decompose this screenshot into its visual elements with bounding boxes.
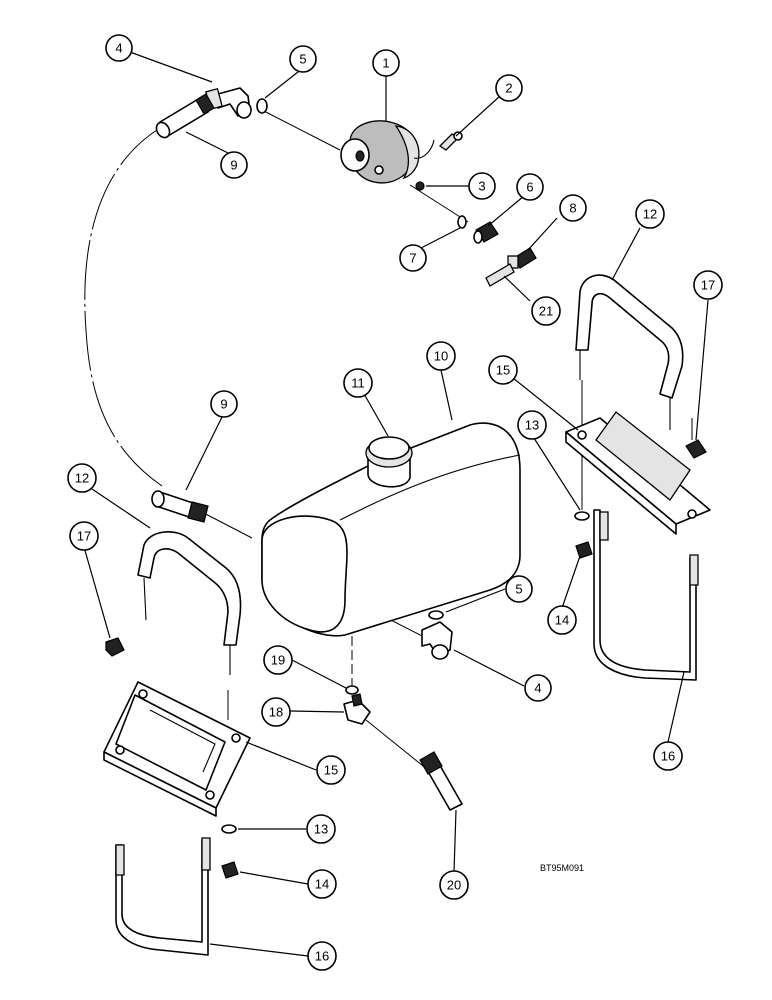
svg-text:5: 5 <box>299 52 306 67</box>
svg-text:18: 18 <box>269 705 283 720</box>
svg-text:16: 16 <box>661 749 675 764</box>
bracket-right <box>565 411 711 535</box>
svg-text:13: 13 <box>525 418 539 433</box>
callout-3: 3 <box>468 172 496 200</box>
leader-lines <box>83 47 709 957</box>
callout-4: 4 <box>105 34 133 62</box>
tee-fitting <box>507 247 537 269</box>
svg-text:17: 17 <box>701 278 715 293</box>
svg-text:12: 12 <box>75 471 89 486</box>
callout-18: 18 <box>261 697 291 727</box>
svg-text:20: 20 <box>447 878 461 893</box>
svg-text:4: 4 <box>534 681 541 696</box>
hose-fitting-bottom <box>419 751 463 811</box>
callout-10: 10 <box>426 341 456 371</box>
svg-text:2: 2 <box>505 81 512 96</box>
nut-left-14 <box>221 861 239 879</box>
svg-text:5: 5 <box>515 582 522 597</box>
sealing-washer <box>345 685 359 695</box>
svg-text:12: 12 <box>643 207 657 222</box>
strap-left <box>137 531 242 675</box>
elbow-fitting-lower <box>421 621 453 660</box>
callout-20: 20 <box>439 870 469 900</box>
hose-nipple <box>485 263 515 287</box>
callout-9: 9 <box>210 390 238 418</box>
nut-right-17 <box>685 439 707 459</box>
callout-2: 2 <box>495 74 523 102</box>
callout-12: 12 <box>67 463 97 493</box>
figure-code: BT95M091 <box>540 863 584 873</box>
svg-text:15: 15 <box>324 763 338 778</box>
callout-15: 15 <box>316 755 346 785</box>
hose-fitting-lower <box>151 490 209 523</box>
o-ring-small <box>457 215 467 229</box>
washer-right-13 <box>574 511 590 521</box>
hose-fitting-top <box>155 93 215 139</box>
callout-21: 21 <box>531 296 561 326</box>
fuel-pump <box>340 120 435 184</box>
svg-text:19: 19 <box>271 653 285 668</box>
svg-text:9: 9 <box>230 158 237 173</box>
svg-text:9: 9 <box>220 397 227 412</box>
callouts: 1 2 3 4 5 6 7 8 9 21 12 17 10 11 9 15 13… <box>67 34 723 971</box>
straight-fitting <box>473 221 499 244</box>
o-ring-top <box>256 98 268 114</box>
callout-8: 8 <box>559 194 587 222</box>
svg-text:13: 13 <box>314 822 328 837</box>
callout-5: 5 <box>289 45 317 73</box>
callout-13: 13 <box>306 814 336 844</box>
callout-6: 6 <box>516 173 544 201</box>
callout-1: 1 <box>372 49 400 77</box>
callout-5: 5 <box>505 575 533 603</box>
svg-text:6: 6 <box>526 180 533 195</box>
callout-14: 14 <box>307 869 337 899</box>
svg-text:7: 7 <box>409 251 416 266</box>
svg-text:16: 16 <box>315 949 329 964</box>
callout-16: 16 <box>653 741 683 771</box>
callout-4: 4 <box>524 674 552 702</box>
callout-14: 14 <box>547 605 577 635</box>
bracket-left <box>103 681 251 817</box>
nut-left-17 <box>105 637 125 657</box>
small-elbow <box>343 693 371 725</box>
callout-19: 19 <box>263 645 293 675</box>
svg-text:17: 17 <box>77 529 91 544</box>
svg-text:1: 1 <box>382 56 389 71</box>
svg-text:11: 11 <box>351 376 365 391</box>
callout-17: 17 <box>693 270 723 300</box>
callout-12: 12 <box>635 199 665 229</box>
svg-text:3: 3 <box>478 179 485 194</box>
callout-16: 16 <box>307 941 337 971</box>
svg-text:15: 15 <box>496 363 510 378</box>
nut-right-14 <box>575 541 593 559</box>
small-nut <box>415 181 425 191</box>
o-ring-lower <box>428 610 444 620</box>
svg-text:8: 8 <box>569 201 576 216</box>
svg-text:10: 10 <box>434 349 448 364</box>
svg-text:14: 14 <box>555 613 569 628</box>
callout-17: 17 <box>69 521 99 551</box>
u-bolt-right <box>593 509 699 681</box>
screw <box>438 131 463 151</box>
tank-cap <box>365 436 413 488</box>
fuel-tank <box>261 422 521 637</box>
svg-text:21: 21 <box>539 304 553 319</box>
elbow-fitting-top <box>205 87 252 119</box>
washer-left-13 <box>221 824 237 834</box>
callout-7: 7 <box>399 244 427 272</box>
u-bolt-left <box>115 837 211 956</box>
callout-15: 15 <box>488 355 518 385</box>
svg-text:14: 14 <box>315 877 329 892</box>
callout-11: 11 <box>343 368 373 398</box>
callout-9: 9 <box>220 151 248 179</box>
strap-right <box>575 274 684 430</box>
svg-text:4: 4 <box>115 41 122 56</box>
callout-13: 13 <box>517 410 547 440</box>
